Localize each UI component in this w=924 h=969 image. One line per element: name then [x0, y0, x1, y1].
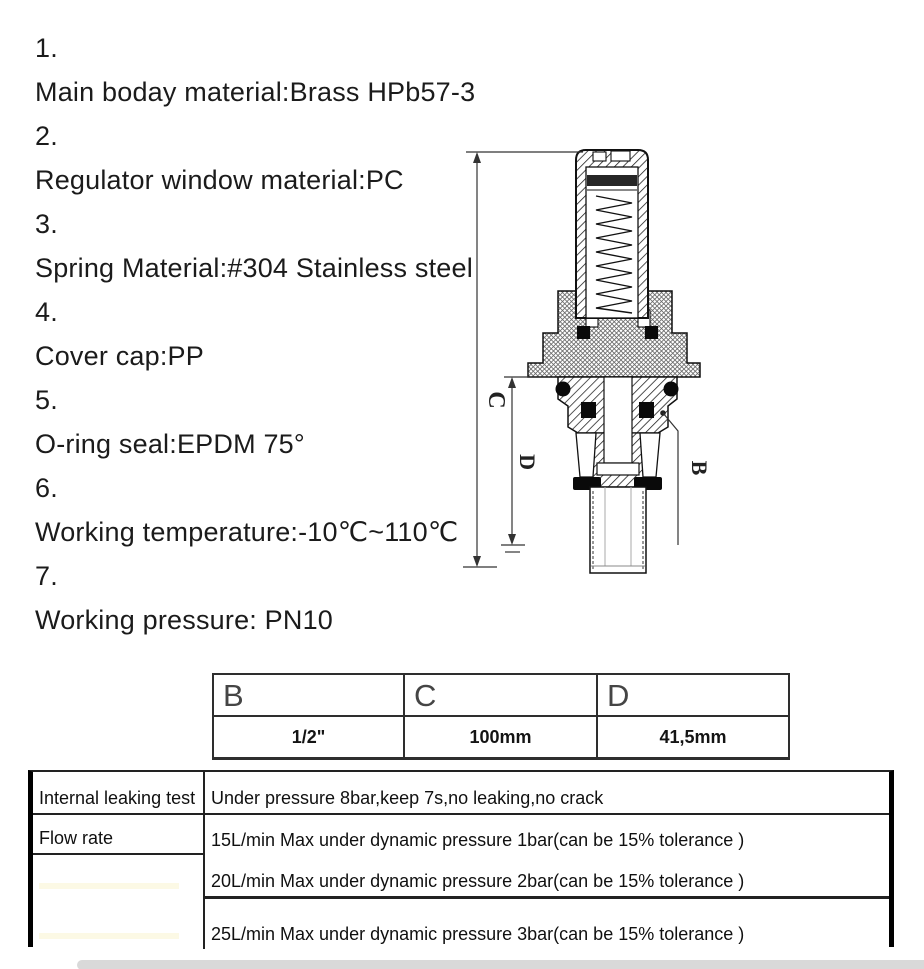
spec-item-number: 2. — [35, 114, 475, 158]
dim-label-b: B — [687, 461, 712, 476]
valve-seat — [596, 462, 640, 476]
collar-right — [639, 432, 661, 478]
o-ring-left — [555, 381, 571, 397]
spec-item-text: Main boday material:Brass HPb57-3 — [35, 70, 475, 114]
test-row-label — [33, 899, 203, 949]
cap-slot-left — [592, 151, 607, 162]
dim-d-arrow-bottom — [508, 534, 516, 545]
seal-right — [639, 402, 654, 418]
spec-item-text: Working temperature:-10℃~110℃ — [35, 510, 475, 554]
spec-item-text: Regulator window material:PC — [35, 158, 475, 202]
cap-cavity — [585, 166, 639, 319]
cap-slot-right — [610, 150, 631, 162]
test-row-value: Under pressure 8bar,keep 7s,no leaking,n… — [203, 772, 889, 815]
spec-item-number: 7. — [35, 554, 475, 598]
horizontal-scrollbar[interactable] — [77, 960, 924, 969]
dim-c-arrow-bottom — [473, 556, 481, 567]
flow-channel — [603, 376, 633, 464]
test-row-value: 20L/min Max under dynamic pressure 2bar(… — [203, 855, 889, 899]
dims-value-d: 41,5mm — [659, 726, 727, 747]
hose-tail — [589, 486, 647, 574]
dims-header-b: B — [214, 675, 405, 717]
test-row-label: Internal leaking test — [33, 772, 203, 815]
dim-c-arrow-top — [473, 152, 481, 163]
test-row-label: Flow rate — [33, 815, 203, 855]
test-row-value: 25L/min Max under dynamic pressure 3bar(… — [203, 899, 889, 949]
valve-cross-section-diagram: C D B — [463, 149, 712, 574]
spec-item-number: 1. — [35, 26, 475, 70]
dim-label-c: C — [483, 391, 509, 408]
test-row-value: 15L/min Max under dynamic pressure 1bar(… — [203, 815, 889, 855]
leader-b-line — [662, 412, 679, 545]
upper-seal-right — [645, 326, 658, 339]
dims-header-c: C — [405, 675, 598, 717]
spec-item-number: 3. — [35, 202, 475, 246]
test-table: Internal leaking test Under pressure 8ba… — [28, 770, 894, 949]
dims-value-b: 1/2" — [214, 717, 405, 757]
spring-retainer — [587, 175, 637, 186]
spec-item-number: 4. — [35, 290, 475, 334]
spec-item-text: Cover cap:PP — [35, 334, 475, 378]
o-ring-right — [663, 381, 679, 397]
spec-item-text: O-ring seal:EPDM 75° — [35, 422, 475, 466]
dims-header-d: D — [598, 675, 788, 717]
dims-value-c: 100mm — [405, 717, 598, 757]
spec-item-text: Spring Material:#304 Stainless steel — [35, 246, 475, 290]
test-row-label — [33, 855, 203, 899]
spec-item-number: 5. — [35, 378, 475, 422]
seal-left — [581, 402, 596, 418]
spec-list: 1. Main boday material:Brass HPb57-3 2. … — [35, 26, 475, 642]
spec-item-number: 6. — [35, 466, 475, 510]
spec-item-text: Working pressure: PN10 — [35, 598, 475, 642]
spring-coil — [595, 195, 633, 314]
collar-left — [575, 432, 597, 478]
dim-label-d: D — [515, 454, 540, 470]
cover-cap-shape — [527, 290, 701, 378]
dimensions-table: B C D 1/2" 100mm 41,5mm — [212, 673, 790, 760]
upper-seal-left — [577, 326, 590, 339]
dim-d-arrow-top — [508, 377, 516, 388]
